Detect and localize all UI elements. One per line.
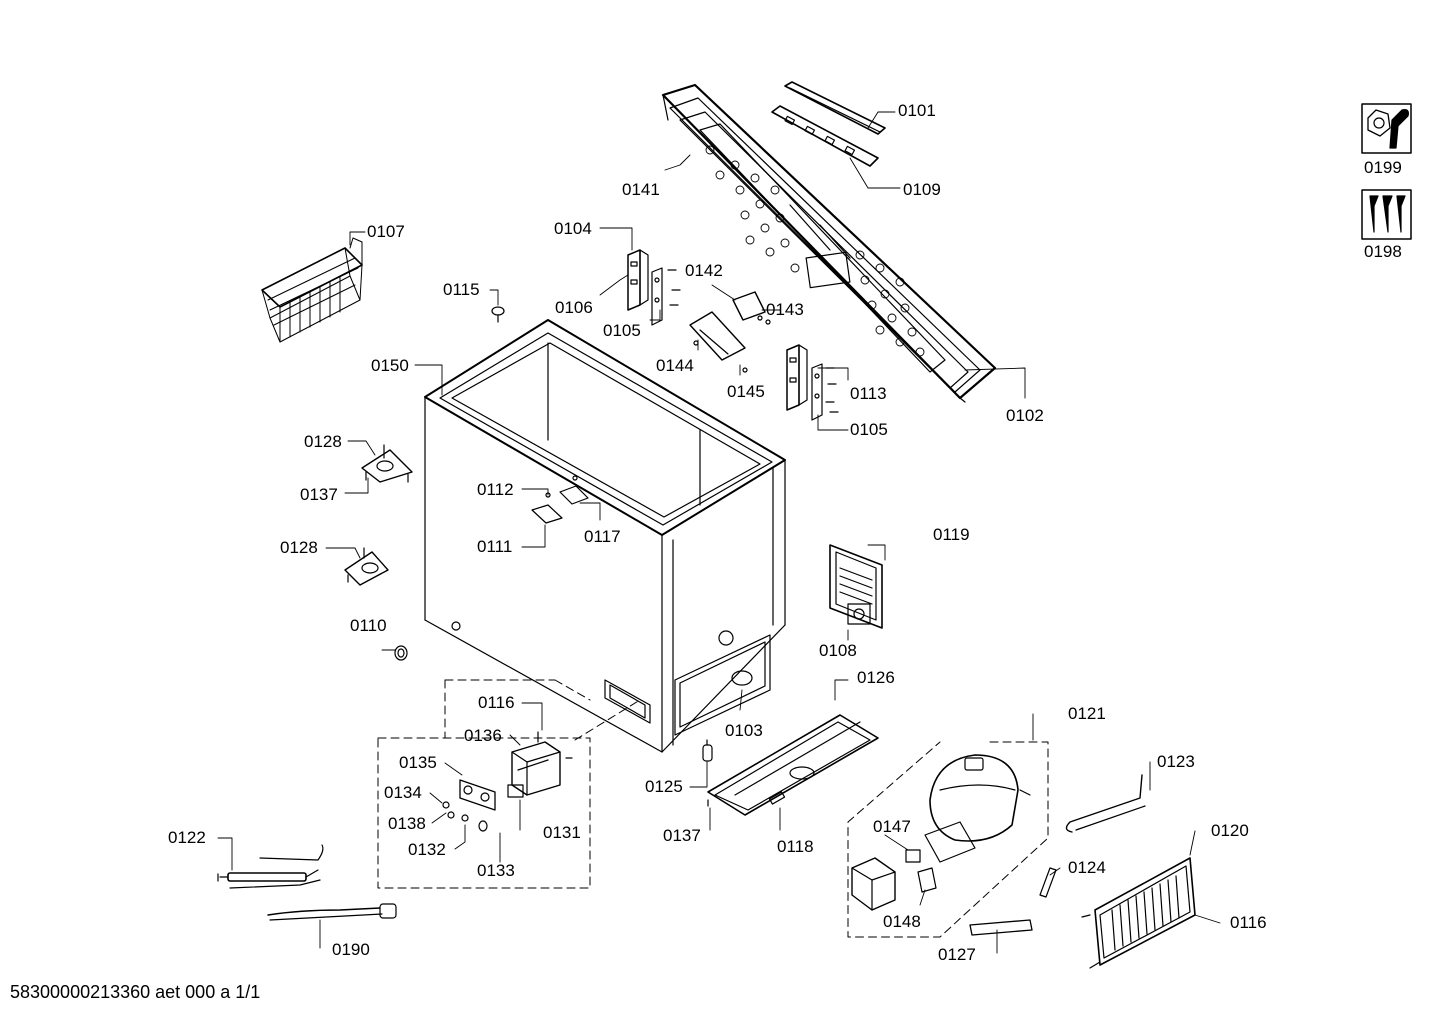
part-label: 0107 bbox=[367, 222, 405, 241]
part-label: 0119 bbox=[933, 525, 970, 544]
filter-0124 bbox=[1039, 867, 1057, 898]
part-label: 0142 bbox=[685, 261, 723, 280]
part-label: 0133 bbox=[477, 861, 515, 880]
relay-0147-0148 bbox=[851, 849, 937, 911]
icon-label-0199: 0199 bbox=[1364, 158, 1402, 177]
foot-0128-a bbox=[361, 444, 413, 483]
part-label: 0109 bbox=[903, 180, 941, 199]
part-label: 0128 bbox=[280, 538, 318, 557]
part-label: 0125 bbox=[645, 777, 683, 796]
part-label: 0134 bbox=[384, 783, 422, 802]
part-label: 0143 bbox=[766, 300, 804, 319]
part-label: 0106 bbox=[555, 298, 593, 317]
part-label: 0123 bbox=[1157, 752, 1195, 771]
part-label: 0120 bbox=[1211, 821, 1249, 840]
lid-dimples bbox=[705, 145, 925, 357]
base-plate-0126 bbox=[707, 714, 879, 816]
part-label: 0132 bbox=[408, 840, 446, 859]
part-label: 0127 bbox=[938, 945, 976, 964]
power-cord-0190 bbox=[267, 903, 397, 921]
part-label: 0101 bbox=[898, 101, 936, 120]
part-label: 0137 bbox=[663, 826, 701, 845]
lock-keeper bbox=[531, 475, 589, 524]
part-label: 0128 bbox=[304, 432, 342, 451]
part-label: 0122 bbox=[168, 828, 206, 847]
icon-label-0198: 0198 bbox=[1364, 242, 1402, 261]
compressor-outline bbox=[847, 741, 1049, 938]
basket-0107 bbox=[261, 237, 363, 343]
control-box-parts bbox=[442, 731, 573, 832]
part-label: 0124 bbox=[1068, 858, 1106, 877]
lock-assembly bbox=[689, 291, 771, 373]
cabinet-0150 bbox=[424, 319, 786, 753]
part-label: 0148 bbox=[883, 912, 921, 931]
nut-wrench-icon bbox=[1361, 103, 1412, 154]
fan-unit-0119 bbox=[829, 544, 883, 629]
part-label: 0102 bbox=[1006, 406, 1044, 425]
foot-0128-b bbox=[344, 547, 389, 586]
part-label: 0121 bbox=[1068, 704, 1106, 723]
leader-lines bbox=[217, 111, 1221, 954]
part-label: 0113 bbox=[850, 384, 887, 403]
part-label: 0117 bbox=[584, 527, 621, 546]
part-label: 0150 bbox=[371, 356, 409, 375]
part-label: 0137 bbox=[300, 485, 338, 504]
tube-0127 bbox=[969, 919, 1033, 936]
compressor-0121 bbox=[924, 754, 1031, 863]
part-label: 0112 bbox=[477, 480, 514, 499]
handle-insert-0109 bbox=[771, 105, 879, 167]
hinge-right bbox=[786, 344, 839, 421]
part-label: 0103 bbox=[725, 721, 763, 740]
grommet-0110 bbox=[394, 645, 408, 661]
part-label: 0104 bbox=[554, 219, 592, 238]
part-label: 0126 bbox=[857, 668, 895, 687]
part-label: 0131 bbox=[543, 823, 581, 842]
part-label: 0135 bbox=[399, 753, 437, 772]
part-label: 0138 bbox=[388, 814, 426, 833]
part-label: 0105 bbox=[603, 321, 641, 340]
document-id: 58300000213360 aet 000 a 1/1 bbox=[10, 982, 261, 1002]
lid-assembly bbox=[661, 83, 997, 403]
part-label: 0141 bbox=[622, 180, 660, 199]
part-label: 0190 bbox=[332, 940, 370, 959]
hinge-left bbox=[627, 249, 681, 326]
part-label: 0118 bbox=[777, 837, 814, 856]
handle-strip-0101 bbox=[784, 81, 886, 135]
part-label: 0136 bbox=[464, 726, 502, 745]
screws-icon bbox=[1361, 189, 1412, 240]
part-label: 0144 bbox=[656, 356, 694, 375]
part-label: 0110 bbox=[350, 616, 387, 635]
plug-0115 bbox=[491, 306, 505, 323]
wiring-0122 bbox=[217, 844, 324, 889]
part-0125 bbox=[702, 739, 713, 762]
part-label: 0111 bbox=[477, 537, 513, 556]
part-label: 0116 bbox=[1230, 913, 1267, 932]
part-label: 0145 bbox=[727, 382, 765, 401]
pipe-0123 bbox=[1065, 774, 1146, 833]
part-label: 0108 bbox=[819, 641, 857, 660]
control-box-outline bbox=[377, 679, 641, 889]
part-label: 0115 bbox=[443, 280, 480, 299]
part-label: 0147 bbox=[873, 817, 911, 836]
part-label: 0105 bbox=[850, 420, 888, 439]
part-label: 0116 bbox=[478, 693, 515, 712]
